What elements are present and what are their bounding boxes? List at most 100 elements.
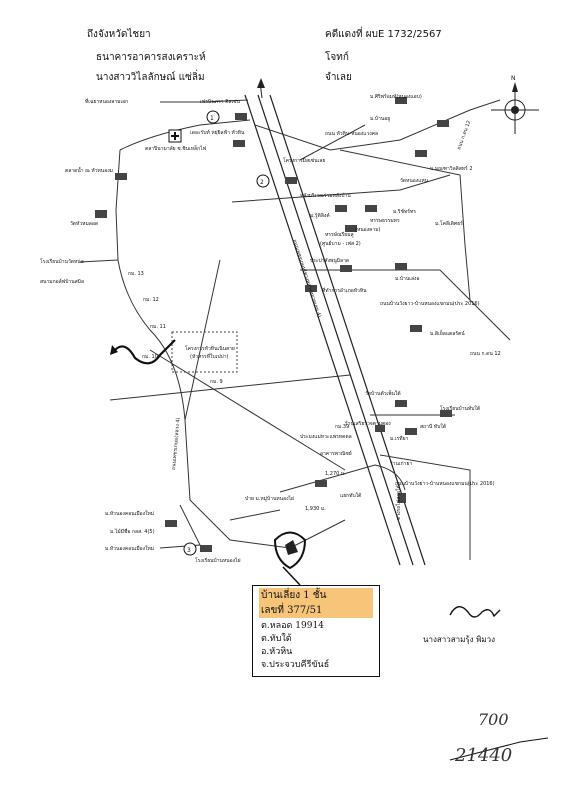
- label-moo-cheng: ม.บ้านเล่งอ: [395, 275, 420, 282]
- label-moo-rich2: ม.ริช์ทร์ทร: [393, 208, 416, 215]
- label-km13: กม. 13: [128, 271, 144, 277]
- box-line-1: บ้านเลี่ยง 1 ชั้น: [261, 590, 327, 601]
- label-moo-luxury: ม.โคลีเดิศธร์: [435, 220, 463, 227]
- label-km10: กม. 10: [142, 354, 158, 360]
- label-km12: กม. 12: [143, 297, 159, 303]
- svg-text:1: 1: [210, 115, 214, 122]
- road-east-lower: [300, 269, 511, 341]
- road-mid: [231, 174, 451, 203]
- river-arrow: [110, 345, 118, 355]
- road-west-spur: [79, 259, 119, 263]
- svg-text:2: 2: [260, 179, 264, 186]
- label-moo-kate: ม.เรทียา: [390, 435, 409, 442]
- label-pharmacy: เฟรนินภรา ติสเซ่น: [200, 98, 241, 105]
- compass-north-label: N: [511, 75, 516, 82]
- signature-mark: [449, 606, 501, 618]
- label-school-mh: โรงเรียนบ้านหนองไผ่: [195, 557, 241, 564]
- signature-name: นางสาวสามรุ้ง พิมวง: [423, 635, 496, 644]
- header-plaintiff: โจทก์: [325, 52, 349, 63]
- label-bankrob: ม.ศิริพร้อมท์(หนองแอบ): [370, 93, 422, 100]
- header-bank: ธนาคารอาคารสงเคราะห์: [96, 52, 206, 63]
- compass: N: [491, 75, 539, 134]
- road-ne-branch: [299, 124, 366, 161]
- road-cross-west: [109, 374, 351, 401]
- highway-4: [244, 78, 426, 566]
- label-school2: โรงเรียนบ้านวัดหน่อ: [40, 258, 84, 265]
- label-wat1: วัดหัวหมลอด: [70, 221, 98, 227]
- label-market2: ร้านเก่ายา: [390, 460, 413, 467]
- road-1930: [289, 519, 346, 549]
- label-moo-taima3: ม.หัวนองคอนเมืองใหม่: [105, 545, 154, 552]
- road-south-east: [379, 454, 471, 560]
- road-sin: [229, 509, 281, 521]
- label-prosperous-sub: (ศูนย์บาม - เฟส 2): [320, 240, 361, 247]
- label-km9: กม. 9: [210, 379, 223, 385]
- label-project: โครงการหัวหินเนินสาย: [185, 345, 235, 352]
- road-south-loop: [117, 259, 291, 549]
- marker-2: 2: [256, 174, 270, 188]
- label-rd-sin: ป่าย ม.หมู่บ้านหนองไผ่: [245, 495, 294, 502]
- label-moo-taima2: ม.ไม้มีชื่อ กลส. 4(5): [110, 528, 155, 535]
- callout-line: [282, 566, 301, 586]
- label-mobile: โครงการมิสเซ่นเลย: [283, 157, 325, 164]
- project-boundary: [171, 331, 238, 373]
- svg-text:3: 3: [187, 547, 191, 554]
- label-dist2: 1,930 ม.: [305, 506, 326, 512]
- header-line-1: ถึงจังหวัดไชยา: [87, 29, 151, 40]
- road-network: [79, 99, 511, 560]
- label-moo-taima: ม.หัวนองคอนเมืองใหม่: [105, 510, 154, 517]
- label-police: สถานี ทับใต้: [420, 423, 446, 430]
- road-west: [115, 149, 121, 261]
- label-tonkarai: ที่เฉยาหนองลามเอก: [85, 98, 128, 105]
- label-wat-hnong: วัดหนองแหน: [400, 178, 429, 184]
- label-dist1: 1,270 ม.: [325, 471, 346, 477]
- marker-1: 1: [206, 110, 220, 124]
- road-diag-rail: [184, 259, 221, 421]
- label-sam-village: หลังบริเวณร่วมหลังบ้าน: [300, 192, 351, 199]
- label-smart: ร้านเสริยรวจตามตอง: [345, 420, 392, 427]
- label-office: ที่ทำการอำเภอหัวหิน: [322, 287, 367, 294]
- label-dhamma-sub: (หนองคาม): [355, 227, 381, 233]
- label-moo-lucky: ม.ดิเย็ลแตลรัตน์: [430, 329, 465, 337]
- road-diag: [149, 349, 346, 471]
- label-rd-cross: ถนนบ้านวังยาว-บ้านหนองแขกมน(ประ 2016): [395, 480, 495, 487]
- handwritten-note-21440: 21440: [455, 745, 513, 766]
- header-case-number: คดีแดงที่ ผบE 1732/2567: [325, 29, 442, 40]
- note-underline: [449, 737, 549, 761]
- box-line-4: ต.ทับใต้: [261, 634, 292, 644]
- label-wat-tapai: วัดบ้านตัวเพ็นใต้: [365, 389, 401, 397]
- label-shop: ตลาปินามาลัย ช.ชินเหล็กไฟ: [145, 144, 207, 152]
- label-km11: กม. 11: [150, 324, 166, 330]
- header-defendant-name: นางสาววิไลลักษณ์ แซ่ลิ่ม: [96, 72, 205, 83]
- label-temple-prot: ประปาสังพนูมิลาด: [310, 257, 349, 264]
- header-defendant: จำเลย: [325, 72, 352, 83]
- label-km39: กม.39: [335, 424, 349, 430]
- label-dep-village: ประมงแม่หวะแพรหดตล: [300, 434, 352, 440]
- label-rd-up: ม.บ้านอยู: [370, 115, 390, 122]
- label-rd: ถนน หัวหิน-หนองแวงคล: [325, 130, 378, 137]
- label-rail: ทางรถไฟสายใต้: [395, 485, 402, 520]
- label-rd-diag: ถนน ก.ดน 12: [470, 351, 501, 357]
- label-school-tapai: โรงเรียนบ้านทับใต้: [440, 405, 480, 412]
- box-line-5: อ.หัวหิน: [261, 647, 293, 657]
- handwritten-note-700: 700: [478, 710, 509, 729]
- label-hwy-rd: ถนนเพชรเกษม(หลวง 4): [171, 417, 182, 470]
- label-farm: สนามกอล์ฟบ้านสมิล: [40, 278, 84, 285]
- label-market: ตลาดน้ำ ณ หัวหนองม: [65, 165, 113, 174]
- label-dhamma: หรรษธรรมทร: [370, 218, 400, 224]
- target-marker: [273, 531, 307, 570]
- label-intersection: แยกทับใต้: [340, 492, 361, 499]
- box-line-2: เลขที่ 377/51: [261, 605, 323, 616]
- road-ne: [254, 99, 501, 151]
- label-prosperous: หรรษ์ณรียมลู: [325, 231, 354, 238]
- box-line-3: ต.หลอด 19914: [261, 621, 324, 631]
- road-north: [160, 99, 249, 103]
- label-rd-east: ถนนบ้านวังยาว-บ้านหนองแขกมน(ประ 2016): [380, 300, 480, 307]
- river: [114, 339, 176, 365]
- label-school1: เดอะรับท์ หยุ่ยิลฟ้า หัวหิน: [190, 129, 245, 136]
- building-icons: [95, 97, 452, 552]
- address-box: บ้านเลี่ยง 1 ชั้น เลขที่ 377/51 ต.หลอด 1…: [252, 585, 380, 677]
